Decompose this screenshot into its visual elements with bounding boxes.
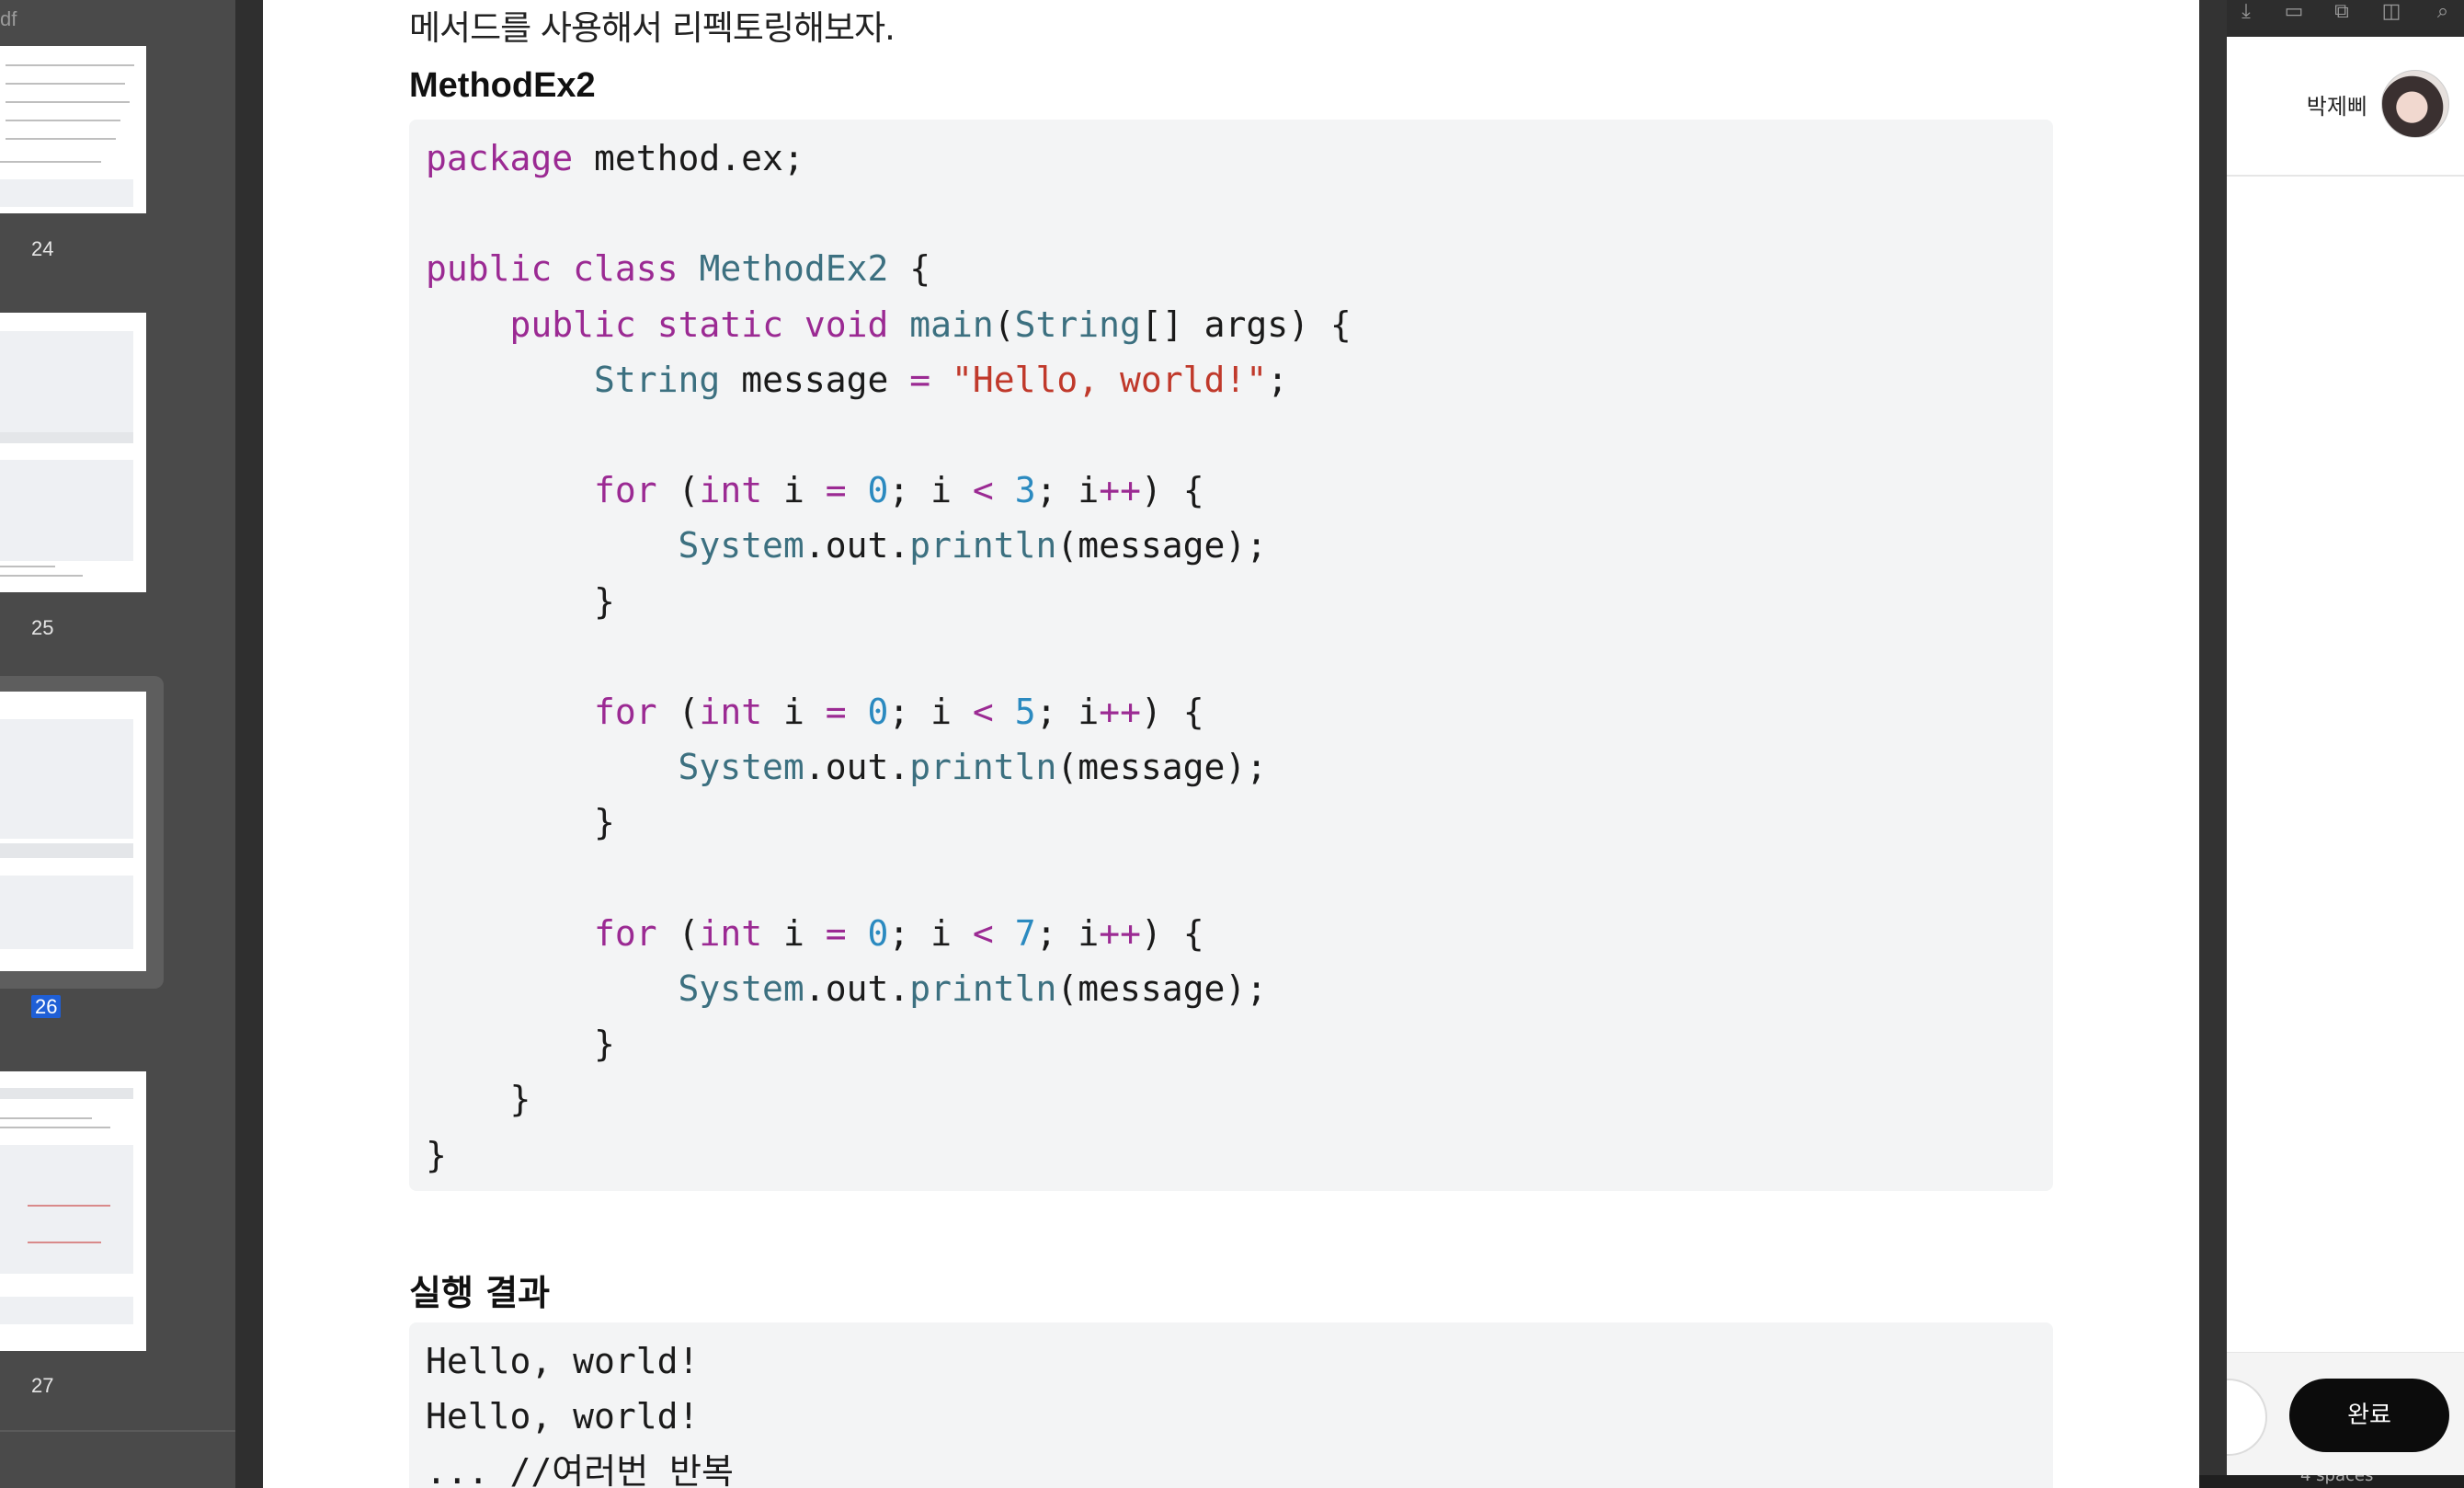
brace: { [888, 248, 931, 290]
field-access: .out. [804, 525, 910, 567]
intro-paragraph: 메서드를 사용해서 리펙토링해보자. [409, 8, 895, 48]
args: (message); [1056, 968, 1268, 1010]
operator: < [972, 470, 994, 511]
page-number-27[interactable]: 27 [31, 1374, 54, 1397]
search-icon[interactable]: ⌕ [2436, 0, 2449, 23]
page-number-26-label: 26 [31, 995, 62, 1018]
keyword: package [426, 138, 574, 178]
brace: } [509, 1079, 531, 1120]
status-bar: 4 spaces [2199, 1475, 2464, 1488]
page-thumbnail-sidebar: df 24 25 26 27 [0, 0, 235, 1488]
screenshot-icon[interactable]: ⧉ [2334, 0, 2349, 23]
number-literal: 7 [1014, 912, 1036, 954]
user-name: 박제삐 [2306, 94, 2367, 120]
page-number-25[interactable]: 25 [31, 616, 54, 639]
field-access: .out. [804, 747, 910, 788]
number-literal: 3 [1014, 470, 1036, 511]
semicolon: ; [1267, 359, 1289, 400]
operator: = [825, 470, 847, 511]
split-view-icon[interactable]: ◫ [2381, 0, 2401, 23]
document-gutter [235, 0, 263, 1488]
operator: = [825, 692, 847, 733]
avatar[interactable] [2381, 70, 2449, 138]
type-name: System [678, 968, 804, 1010]
page-thumbnail-25[interactable] [0, 313, 146, 592]
user-header: 박제삐 [2227, 37, 2464, 177]
right-toolbar: ⤓ ▭ ⧉ ◫ ⌕ [2227, 0, 2464, 37]
result-line: Hello, world! [426, 1341, 700, 1381]
keyword: for [594, 692, 657, 733]
keyword: public [426, 248, 553, 290]
result-line: ... //여러번 반복 [426, 1451, 734, 1488]
variable-name: message [720, 359, 910, 400]
panel-divider [2199, 0, 2227, 1488]
type-name: String [1014, 303, 1141, 345]
number-literal: 0 [867, 692, 889, 733]
operator: ++ [1099, 692, 1141, 733]
result-line: Hello, world! [426, 1396, 700, 1437]
status-indentation[interactable]: 4 spaces [2300, 1475, 2374, 1485]
sidebar-title: df [0, 7, 17, 30]
code-title: MethodEx2 [409, 66, 596, 105]
window-icon[interactable]: ▭ [2284, 0, 2304, 23]
keyword: int [699, 912, 763, 954]
operator: = [825, 912, 847, 954]
page-thumbnail-24[interactable] [0, 46, 146, 213]
download-icon[interactable]: ⤓ [2242, 0, 2251, 23]
keyword: for [594, 912, 657, 954]
operator: ++ [1099, 470, 1141, 511]
brace: } [594, 1024, 615, 1065]
type-name: System [678, 747, 804, 788]
type-name: String [594, 359, 721, 400]
args: (message); [1056, 525, 1268, 567]
panel-footer: 완료 [2227, 1352, 2464, 1488]
number-literal: 0 [867, 470, 889, 511]
page-thumbnail-26[interactable] [0, 692, 146, 971]
keyword: static [656, 303, 783, 345]
sidebar-divider [0, 1430, 235, 1432]
keyword: int [699, 470, 763, 511]
number-literal: 5 [1014, 692, 1036, 733]
type-name: System [678, 525, 804, 567]
right-panel: ⤓ ▭ ⧉ ◫ ⌕ 박제삐 완료 [2227, 0, 2464, 1488]
page-number-24[interactable]: 24 [31, 237, 54, 260]
args: (message); [1056, 747, 1268, 788]
class-name: MethodEx2 [699, 248, 889, 290]
package-name: method.ex; [573, 138, 804, 178]
page-number-26[interactable]: 26 [31, 995, 62, 1019]
brace: } [594, 580, 615, 622]
keyword: for [594, 470, 657, 511]
code-block: package method.ex; public class MethodEx… [409, 120, 2053, 1191]
operator: ++ [1099, 912, 1141, 954]
operator: = [909, 359, 931, 400]
keyword: void [804, 303, 889, 345]
keyword: int [699, 692, 763, 733]
string-literal: "Hello, world!" [952, 359, 1268, 400]
done-button[interactable]: 완료 [2289, 1379, 2449, 1452]
page-thumbnail-27[interactable] [0, 1071, 146, 1351]
result-output: Hello, world! Hello, world! ... //여러번 반복 [426, 1333, 734, 1488]
keyword: public [509, 303, 636, 345]
method-name: println [909, 968, 1057, 1010]
code-listing: package method.ex; public class MethodEx… [426, 138, 1352, 1175]
method-name: println [909, 747, 1057, 788]
keyword: class [573, 248, 679, 290]
method-name: println [909, 525, 1057, 567]
number-literal: 0 [867, 912, 889, 954]
operator: < [972, 692, 994, 733]
field-access: .out. [804, 968, 910, 1010]
result-block: Hello, world! Hello, world! ... //여러번 반복 [409, 1322, 2053, 1488]
method-name: main [909, 303, 994, 345]
brace: } [426, 1134, 447, 1175]
document-page: 메서드를 사용해서 리펙토링해보자. MethodEx2 package met… [263, 0, 2199, 1488]
secondary-action-button[interactable] [2227, 1379, 2267, 1456]
operator: < [972, 912, 994, 954]
brace: } [594, 802, 615, 843]
result-title: 실행 결과 [409, 1273, 551, 1313]
params: [] args) { [1140, 303, 1352, 345]
